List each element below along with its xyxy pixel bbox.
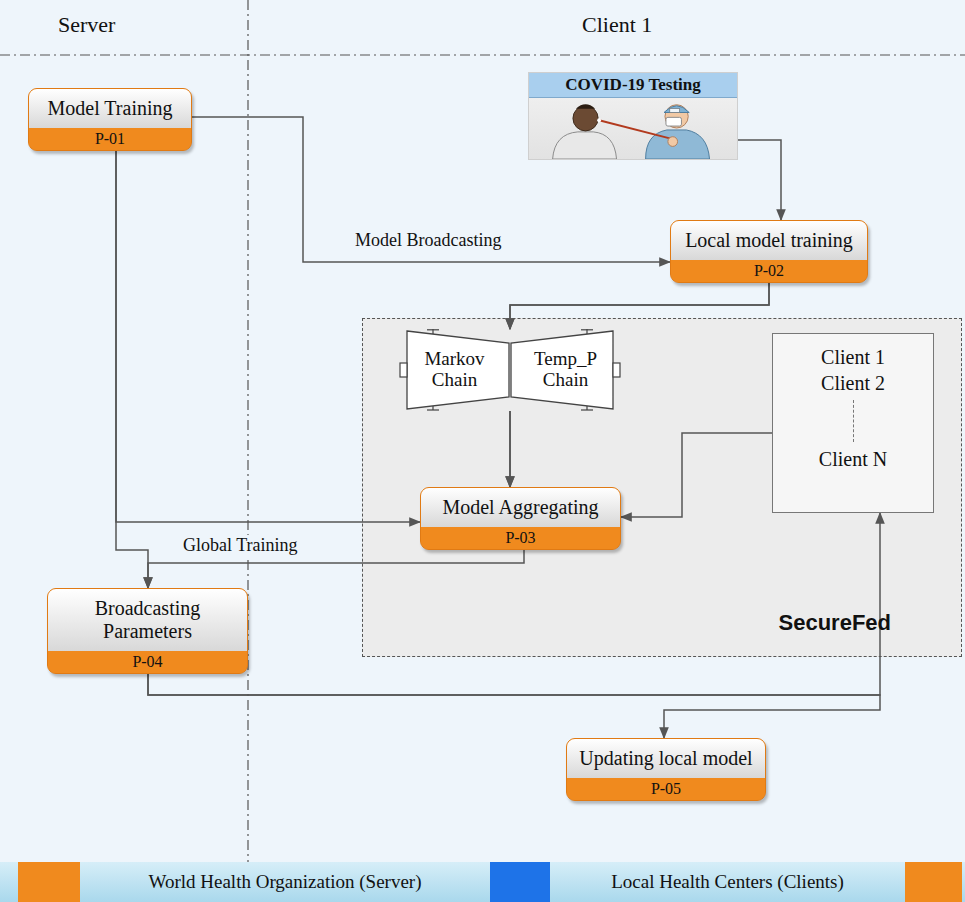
illustration-box: COVID-19 Testing [528, 72, 738, 160]
covid-test-illustration [529, 97, 737, 159]
connector [116, 151, 420, 522]
legend-bar: World Health Organization (Server) Local … [0, 862, 965, 902]
process-box: Model AggregatingP-03 [420, 487, 621, 550]
connector [509, 411, 511, 487]
process-code: P-01 [29, 128, 191, 150]
chain-block: Markov Chain [399, 329, 510, 411]
legend-text: World Health Organization (Server) [80, 862, 490, 902]
chain-label: Markov Chain [399, 349, 510, 391]
client-name: Client 2 [821, 370, 885, 396]
lane-header: Client 1 [582, 12, 652, 38]
securefed-fill [362, 318, 962, 657]
client-name: Client 1 [821, 344, 885, 370]
legend-text: Local Health Centers (Clients) [550, 862, 905, 902]
connector [738, 140, 781, 220]
client-name: Client N [819, 446, 887, 472]
process-title: Model Aggregating [421, 488, 620, 527]
process-code: P-05 [567, 778, 765, 800]
connector [621, 433, 772, 517]
edge-label: Model Broadcasting [352, 230, 504, 251]
process-code: P-04 [48, 651, 247, 673]
process-code: P-03 [421, 527, 620, 549]
region-title: SecureFed [779, 610, 892, 636]
chain-block: Temp_P Chain [510, 329, 621, 411]
client-list: Client 1Client 2 Client N [772, 333, 934, 513]
process-title: Local model training [671, 221, 867, 260]
ellipsis-line [853, 400, 854, 442]
legend-swatch [490, 862, 550, 902]
divider-line [247, 0, 248, 862]
process-box: Broadcasting ParametersP-04 [47, 588, 248, 674]
process-box: Model TrainingP-01 [28, 88, 192, 151]
connector [509, 411, 511, 487]
process-code: P-02 [671, 260, 867, 282]
connector [148, 674, 880, 738]
lane-header: Server [58, 12, 115, 38]
connector [510, 283, 769, 329]
process-title: Model Training [29, 89, 191, 128]
connector [116, 151, 148, 588]
connector [148, 513, 880, 695]
connector [510, 283, 769, 329]
edge-label: Global Training [180, 535, 301, 556]
process-box: Local model trainingP-02 [670, 220, 868, 283]
securefed-region: SecureFedMarkov ChainTemp_P ChainClient … [362, 318, 962, 657]
process-title: Updating local model [567, 739, 765, 778]
process-box: Updating local modelP-05 [566, 738, 766, 801]
connector [192, 117, 670, 262]
illustration-title: COVID-19 Testing [529, 73, 737, 98]
legend-end-block [905, 862, 962, 902]
divider-line [0, 54, 965, 55]
chain-label: Temp_P Chain [510, 349, 621, 391]
process-title: Broadcasting Parameters [48, 589, 247, 651]
legend-swatch [18, 862, 80, 902]
